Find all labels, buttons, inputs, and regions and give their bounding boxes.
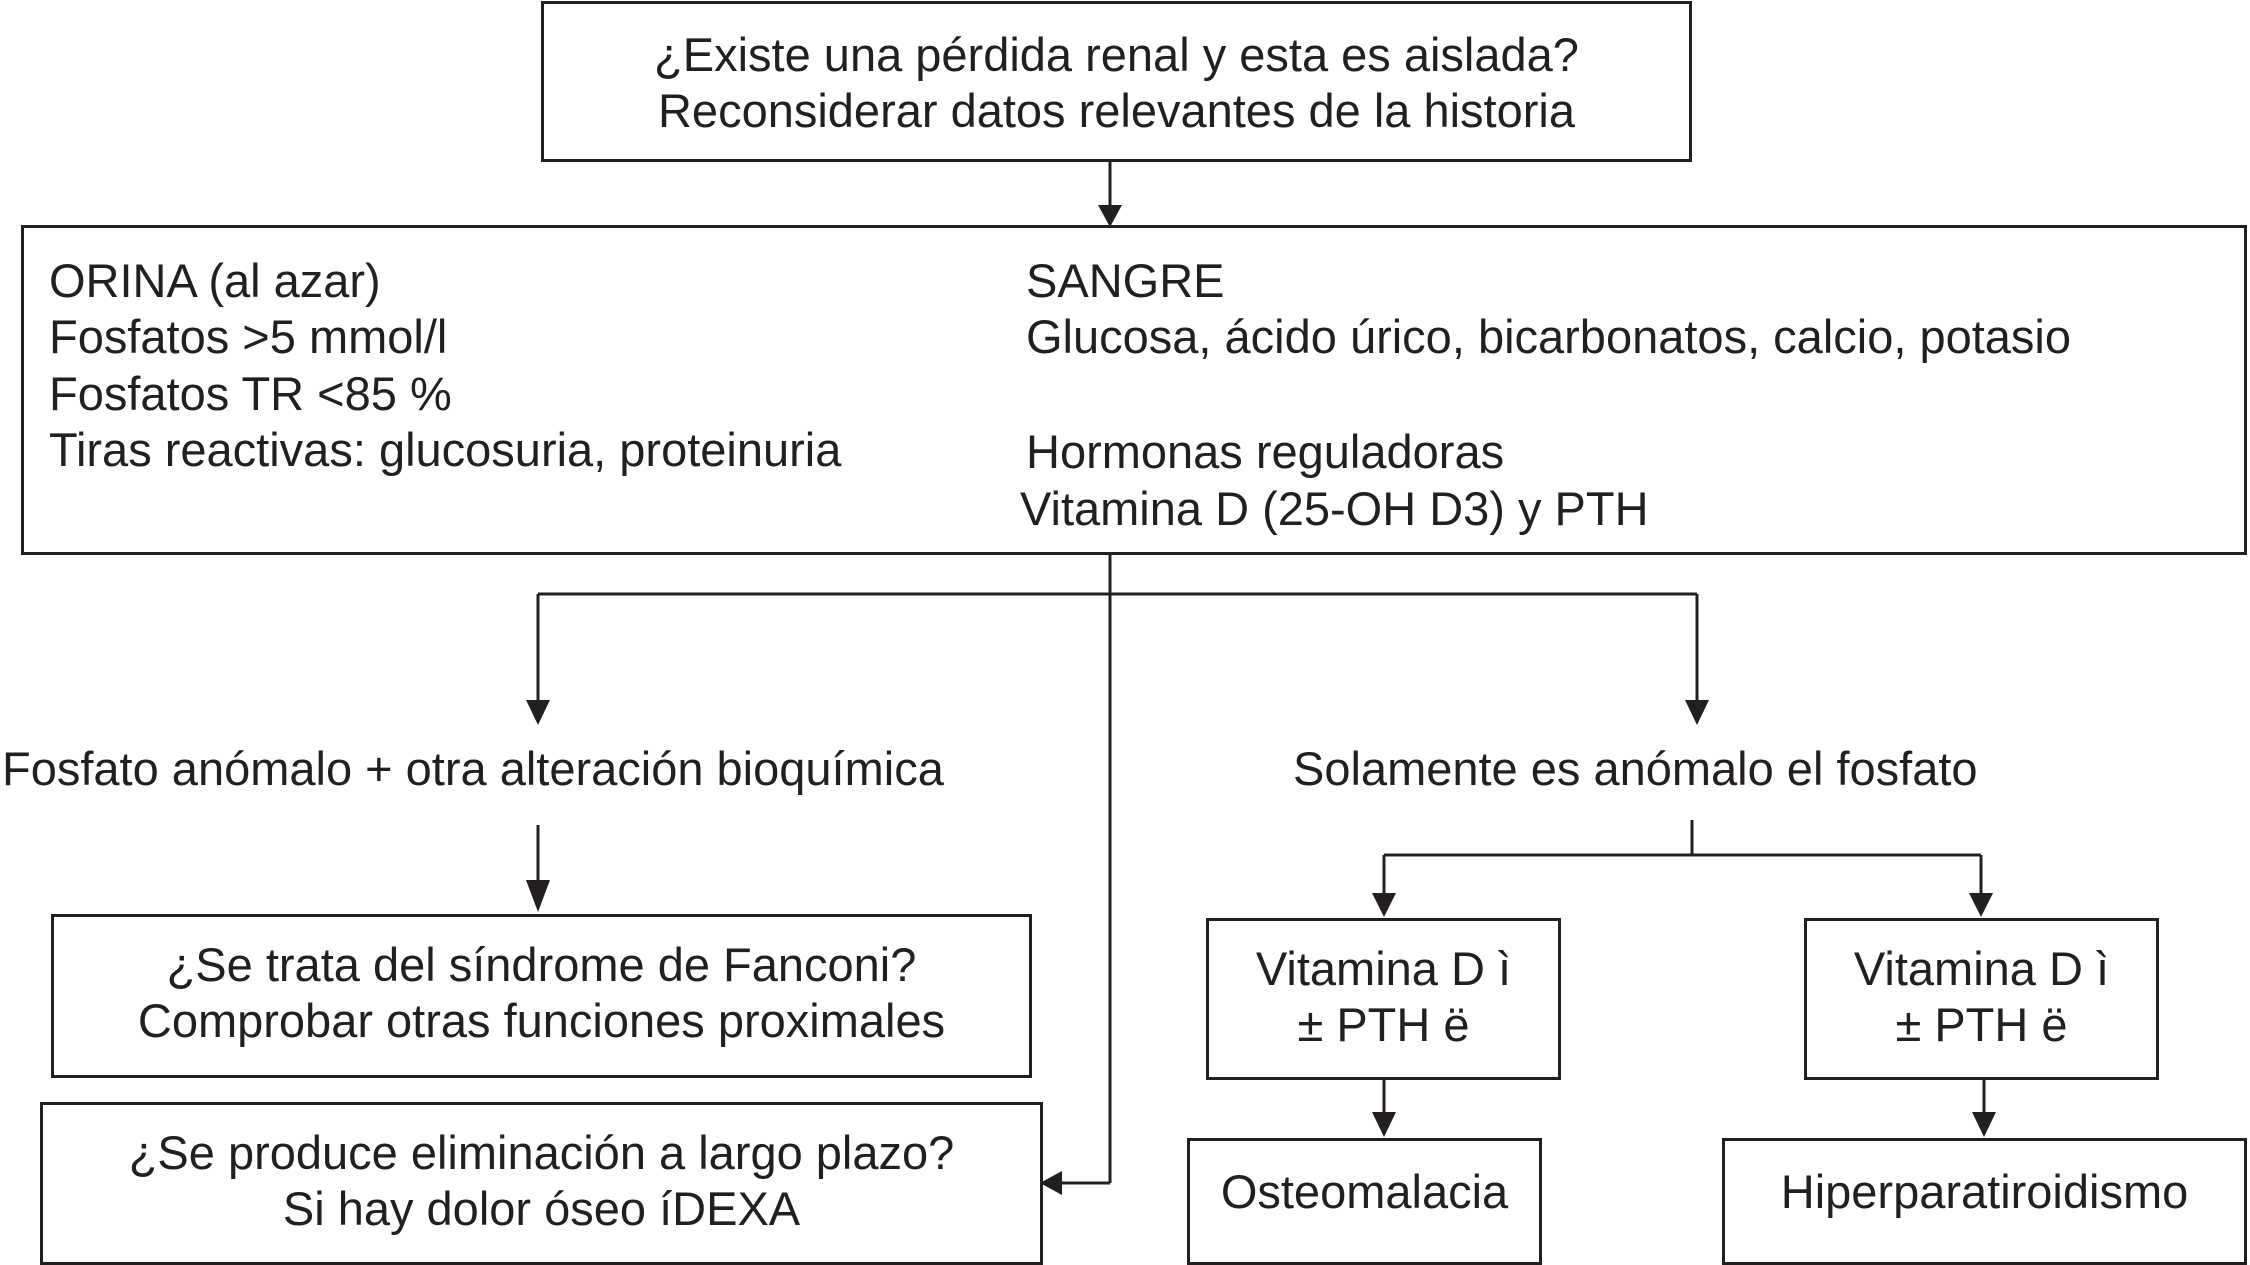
arrowhead-tests bbox=[1098, 205, 1122, 227]
fanconi-text: ¿Se trata del síndrome de Fanconi? Compr… bbox=[51, 937, 1032, 1050]
osteomalacia-box bbox=[1187, 1138, 1542, 1265]
history-question-line2: Reconsiderar datos relevantes de la hist… bbox=[657, 84, 1575, 138]
urine-title: ORINA (al azar) bbox=[49, 254, 381, 307]
fanconi-line2: Comprobar otras funciones proximales bbox=[137, 994, 946, 1048]
longterm-box bbox=[40, 1102, 1043, 1265]
blood-title: SANGRE bbox=[1026, 254, 1225, 307]
urine-section: ORINA (al azar) Fosfatos >5 mmol/l Fosfa… bbox=[49, 253, 841, 479]
arrowhead-fanconi bbox=[526, 880, 550, 912]
history-question-line1: ¿Existe una pérdida renal y esta es aisl… bbox=[654, 28, 1579, 81]
longterm-text: ¿Se produce eliminación a largo plazo? S… bbox=[40, 1125, 1043, 1238]
urine-item-strips: Tiras reactivas: glucosuria, proteinuria bbox=[49, 423, 842, 477]
arrowhead-left-branch bbox=[526, 700, 550, 725]
blood-analytes: Glucosa, ácido úrico, bicarbonatos, calc… bbox=[1026, 310, 2072, 363]
arrowhead-osteomalacia bbox=[1372, 1112, 1396, 1137]
arrowhead-hiperparatiroidismo bbox=[1972, 1112, 1996, 1137]
longterm-line2: Si hay dolor óseo íDEXA bbox=[282, 1182, 801, 1236]
arrowhead-vitd-right bbox=[1969, 893, 1993, 917]
longterm-line1: ¿Se produce eliminación a largo plazo? bbox=[128, 1126, 955, 1179]
history-question-text: ¿Existe una pérdida renal y esta es aisl… bbox=[541, 27, 1692, 140]
branch-label-other-abnormality: Fosfato anómalo + otra alteración bioquí… bbox=[2, 742, 944, 795]
vitd-left-text: Vitamina D ì ± PTH ë bbox=[1206, 941, 1561, 1054]
vitd-right-line2: ± PTH ë bbox=[1895, 998, 2068, 1052]
vitd-right-text: Vitamina D ì ± PTH ë bbox=[1804, 941, 2159, 1054]
tests-box bbox=[21, 225, 2247, 555]
vitd-right-line1: Vitamina D ì bbox=[1853, 942, 2110, 995]
arrowhead-vitd-left bbox=[1372, 893, 1396, 917]
fanconi-line1: ¿Se trata del síndrome de Fanconi? bbox=[166, 938, 917, 991]
hormones-list: Vitamina D (25-OH D3) y PTH bbox=[1020, 482, 1649, 535]
vitd-left-box bbox=[1206, 918, 1561, 1080]
urine-item-tr: Fosfatos TR <85 % bbox=[49, 366, 452, 420]
hiperparatiroidismo-label: Hiperparatiroidismo bbox=[1780, 1165, 2189, 1218]
vitd-right-box bbox=[1804, 918, 2159, 1080]
vitd-left-line1: Vitamina D ì bbox=[1255, 942, 1512, 995]
hormones-title: Hormonas reguladoras bbox=[1026, 425, 1505, 478]
arrowhead-right-branch bbox=[1685, 700, 1709, 725]
branch-label-only-phosphate: Solamente es anómalo el fosfato bbox=[1293, 742, 1978, 795]
urine-item-phosphate: Fosfatos >5 mmol/l bbox=[49, 310, 448, 364]
osteomalacia-label: Osteomalacia bbox=[1220, 1165, 1509, 1218]
hiperparatiroidismo-box bbox=[1722, 1138, 2247, 1265]
vitd-left-line2: ± PTH ë bbox=[1297, 998, 1470, 1052]
arrowhead-longterm bbox=[1040, 1171, 1062, 1195]
fanconi-box bbox=[51, 914, 1032, 1078]
history-question-box bbox=[541, 1, 1692, 162]
